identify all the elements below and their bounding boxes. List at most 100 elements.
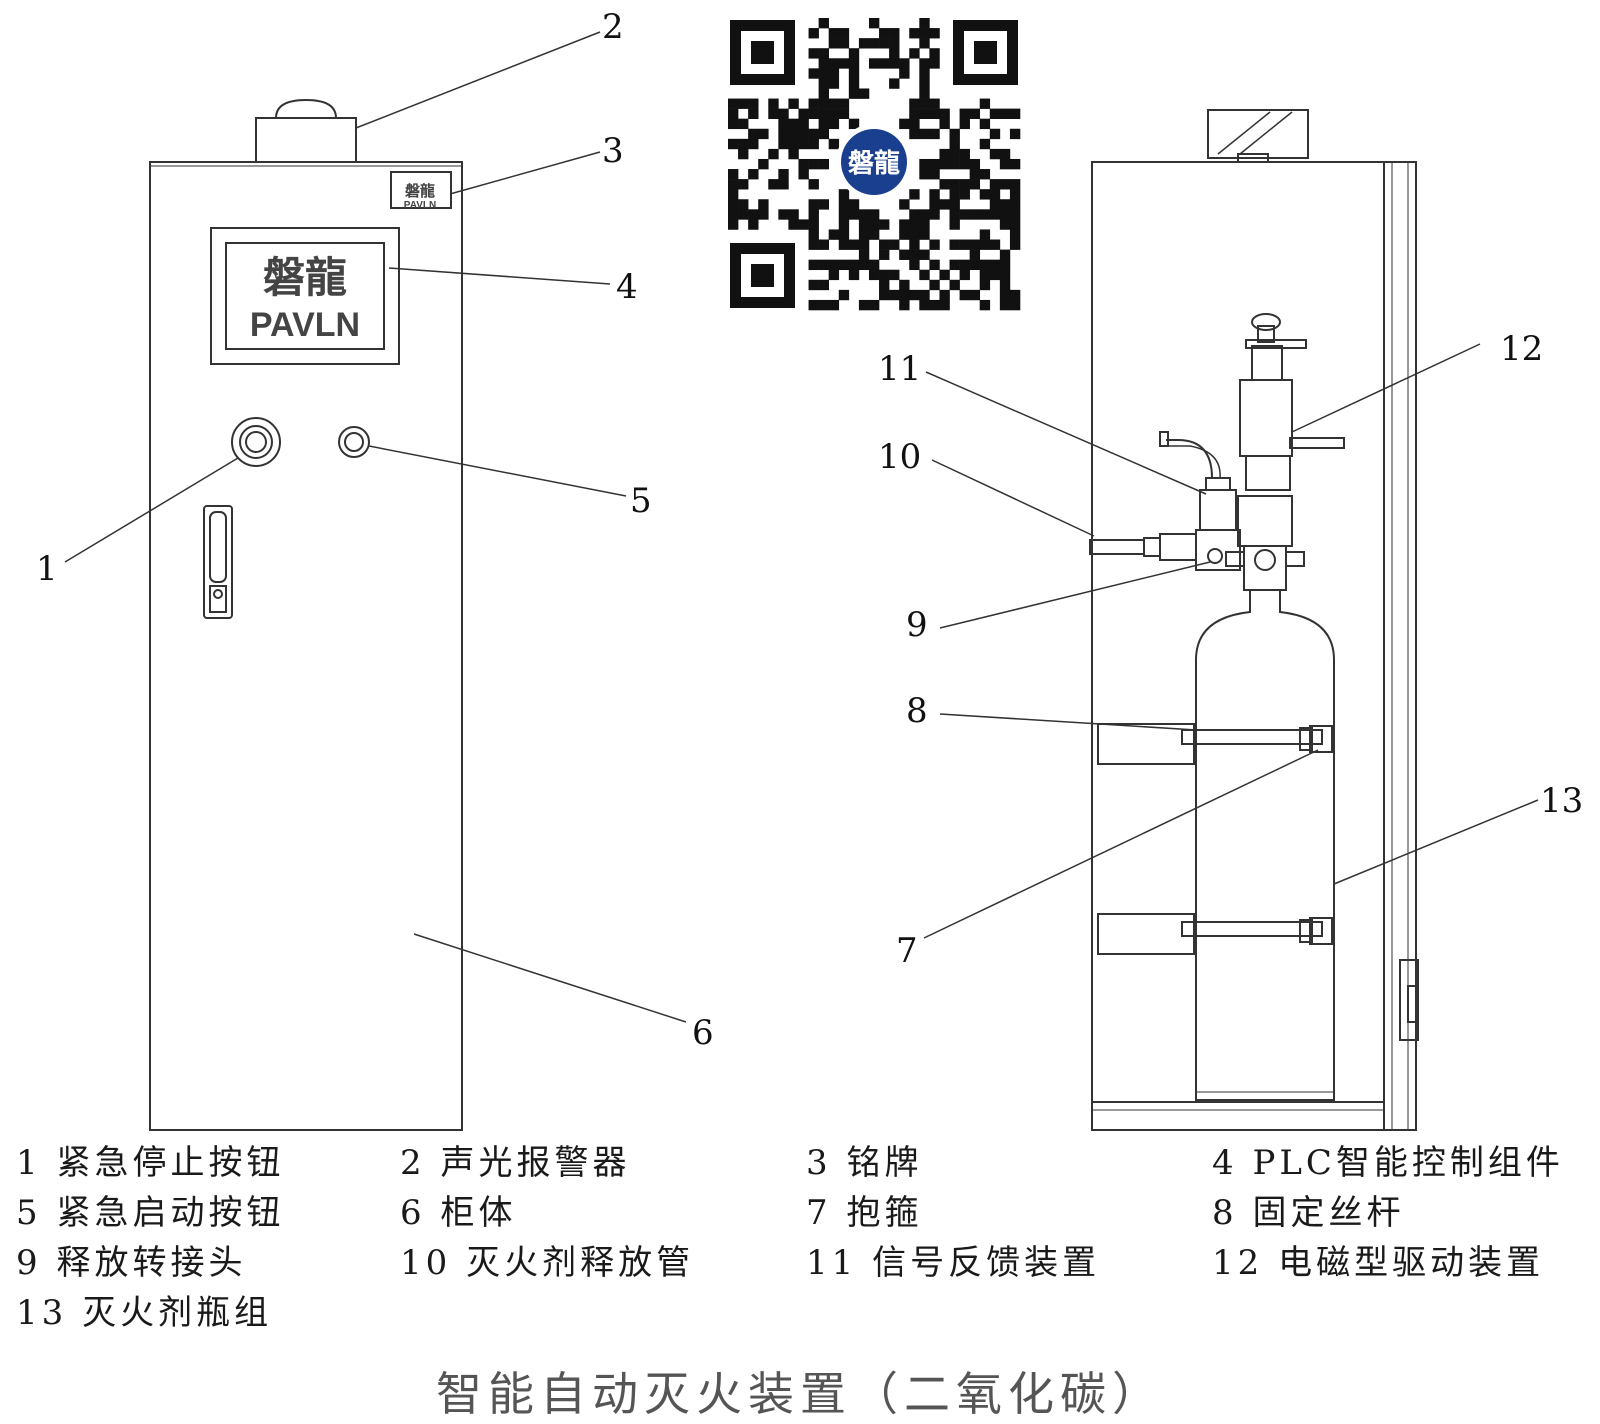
qr-module [728,219,739,230]
qr-module [899,219,910,230]
qr-module [929,48,940,59]
qr-module [969,249,981,260]
callout-3: 3 [602,131,624,171]
qr-module [828,229,840,240]
qr-module [738,138,749,150]
qr-module [949,158,960,170]
qr-module [778,169,789,180]
qr-logo-text: 磐龍 [848,148,900,179]
qr-module [969,158,981,170]
qr-module [979,169,991,180]
callout-13: 13 [1540,781,1583,821]
qr-module [929,128,940,140]
qr-module [959,148,970,160]
qr-module [1009,189,1021,200]
qr-module [788,219,799,230]
qr-module [778,128,789,140]
door-handle [203,505,233,619]
qr-module [858,209,870,220]
qr-module [979,118,991,130]
cabinet-front-view [149,98,463,1131]
valve-assembly [1089,313,1345,591]
qr-module [808,219,819,230]
qr-module [838,58,850,69]
qr-module [879,239,890,250]
panel-logo-cn: 磐龍 [263,253,347,302]
nameplate-logo-en: PAVLN [404,200,436,211]
qr-module [778,138,789,150]
qr-module [939,289,950,301]
qr-module [999,259,1011,271]
qr-module [738,209,749,220]
qr-module [728,138,739,150]
qr-module [848,48,860,59]
qr-module [909,128,920,140]
qr-module [838,219,850,230]
legend-item: 3 铭牌 [806,1143,923,1183]
qr-module [929,189,940,200]
qr-module [969,179,981,190]
qr-module [1009,299,1021,311]
qr-module [919,108,930,119]
qr-module [889,28,900,39]
qr-module [959,289,970,301]
qr-module [879,38,890,49]
callout-6: 6 [692,1013,714,1053]
qr-module [929,28,940,39]
qr-module [949,199,960,210]
qr-module [838,199,850,210]
qr-module [868,18,880,29]
qr-module [929,259,940,271]
qr-module [1009,199,1021,210]
qr-module [728,108,739,119]
qr-module [738,148,749,160]
qr-module [879,28,890,39]
qr-module [879,289,890,301]
callout-4: 4 [616,267,638,307]
qr-module [808,108,819,119]
qr-module [979,209,991,220]
qr-module [959,118,970,130]
qr-module [808,68,819,79]
qr-module [748,128,759,140]
qr-module [808,229,819,240]
qr-module [949,138,960,150]
qr-module [858,249,870,260]
qr-module [798,128,809,140]
qr-module [818,78,829,89]
legend-item: 4 PLC智能控制组件 [1212,1143,1564,1183]
qr-module [768,148,779,160]
qr-code: 磐龍 [728,18,1021,311]
qr-module [848,259,860,271]
qr-module [919,98,930,109]
qr-module [879,58,890,69]
qr-module [818,118,829,130]
legend-item: 13 灭火剂瓶组 [16,1293,273,1333]
qr-module [979,279,991,291]
qr-module [949,219,960,230]
qr-module [889,269,900,281]
qr-module [778,118,789,130]
callout-8: 8 [906,691,928,731]
qr-module [919,158,930,170]
qr-module [1009,229,1021,240]
qr-module [808,179,819,190]
qr-module [929,98,940,109]
qr-module [808,128,819,140]
legend-item: 9 释放转接头 [16,1243,247,1283]
qr-module [889,239,900,250]
callout-7: 7 [896,931,918,971]
qr-module [989,108,1001,119]
qr-module [879,269,890,281]
qr-module [929,299,940,311]
legend-row: 9 释放转接头 10 灭火剂释放管 11 信号反馈装置 12 电磁型驱动装置 [0,1235,1600,1285]
qr-module [959,259,970,271]
qr-module [909,209,920,220]
qr-module [858,88,870,99]
qr-module [838,38,850,49]
qr-module [818,299,829,311]
qr-module [768,179,779,190]
qr-module [1009,239,1021,250]
agent-cylinder [1195,589,1335,1101]
callout-9: 9 [906,605,928,645]
